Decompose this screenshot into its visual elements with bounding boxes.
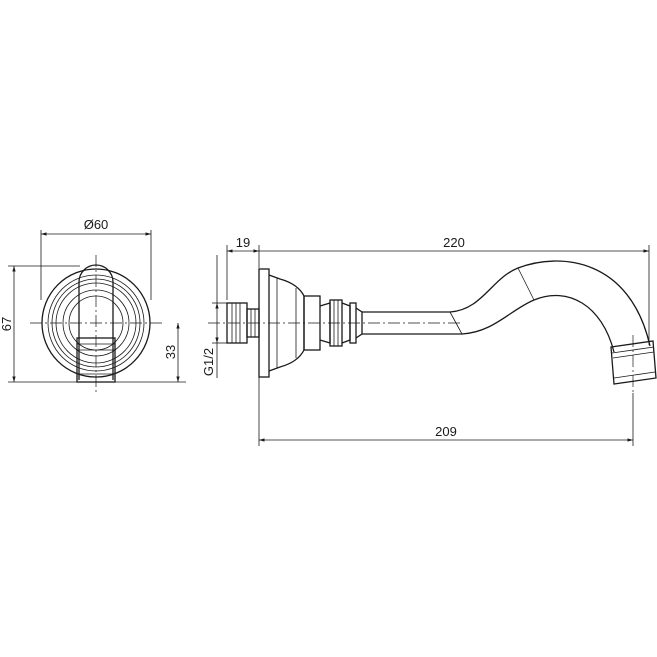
- front-view: [30, 255, 162, 392]
- front-dimensions: Ø60 67 33: [0, 217, 186, 383]
- front-height-label: 67: [0, 317, 14, 331]
- front-center-label: 33: [163, 345, 178, 359]
- side-thread-label: G1/2: [201, 348, 216, 376]
- side-view: [208, 260, 657, 393]
- side-total-label: 220: [443, 235, 465, 250]
- side-dimensions: G1/2 19 220 209: [201, 235, 650, 446]
- side-reach-label: 209: [435, 424, 457, 439]
- side-flange-label: 19: [236, 235, 250, 250]
- front-diameter-label: Ø60: [84, 217, 109, 232]
